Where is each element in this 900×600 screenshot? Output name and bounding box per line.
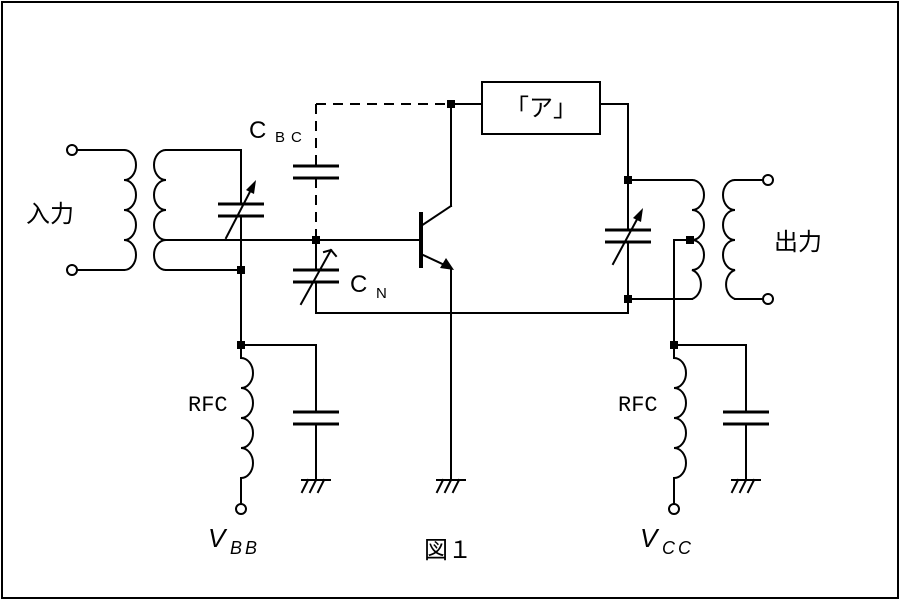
input-secondary-coil [153,149,167,271]
cbc-label-sub: BC [275,129,308,146]
cbc-label-main: C [249,117,266,144]
vcc-label-main: V [640,523,660,553]
input-variable-capacitor [218,149,264,346]
output-label: 出力 [774,228,822,256]
output-terminal-top [762,174,774,186]
cn-label-sub: N [376,285,387,302]
rfc-right-label: RFC [618,393,658,418]
input-primary-coil [123,149,137,271]
input-terminal-bottom [66,264,78,276]
block-a [450,81,629,181]
ground-center [435,478,466,494]
right-bias-network [670,341,769,505]
vcc-label-sub: CC [662,538,694,558]
base-junction-dot [312,236,320,244]
output-secondary-coil [722,179,736,300]
ground-left [300,478,331,494]
transistor [317,103,454,481]
input-transformer [71,149,319,271]
junction-dot [237,266,245,274]
vbb-terminal [235,503,247,515]
rfc-left-coil [240,357,254,479]
neutralization-network [293,103,448,314]
vbb-label-sub: BB [230,538,260,558]
block-a-label: 「ア」 [505,94,577,122]
rfc-left-label: RFC [188,393,228,418]
vbb-label-main: V [208,523,228,553]
cn-label-main: C [350,271,367,298]
ground-right [730,478,761,494]
rfc-right-coil [673,357,687,479]
figure-caption: 図１ [424,536,472,564]
left-bias-network [237,341,339,505]
input-label: 入力 [26,200,74,228]
output-tank [605,176,769,346]
output-terminal-bottom [762,293,774,305]
vcc-terminal [668,503,680,515]
input-terminal-top [66,144,78,156]
